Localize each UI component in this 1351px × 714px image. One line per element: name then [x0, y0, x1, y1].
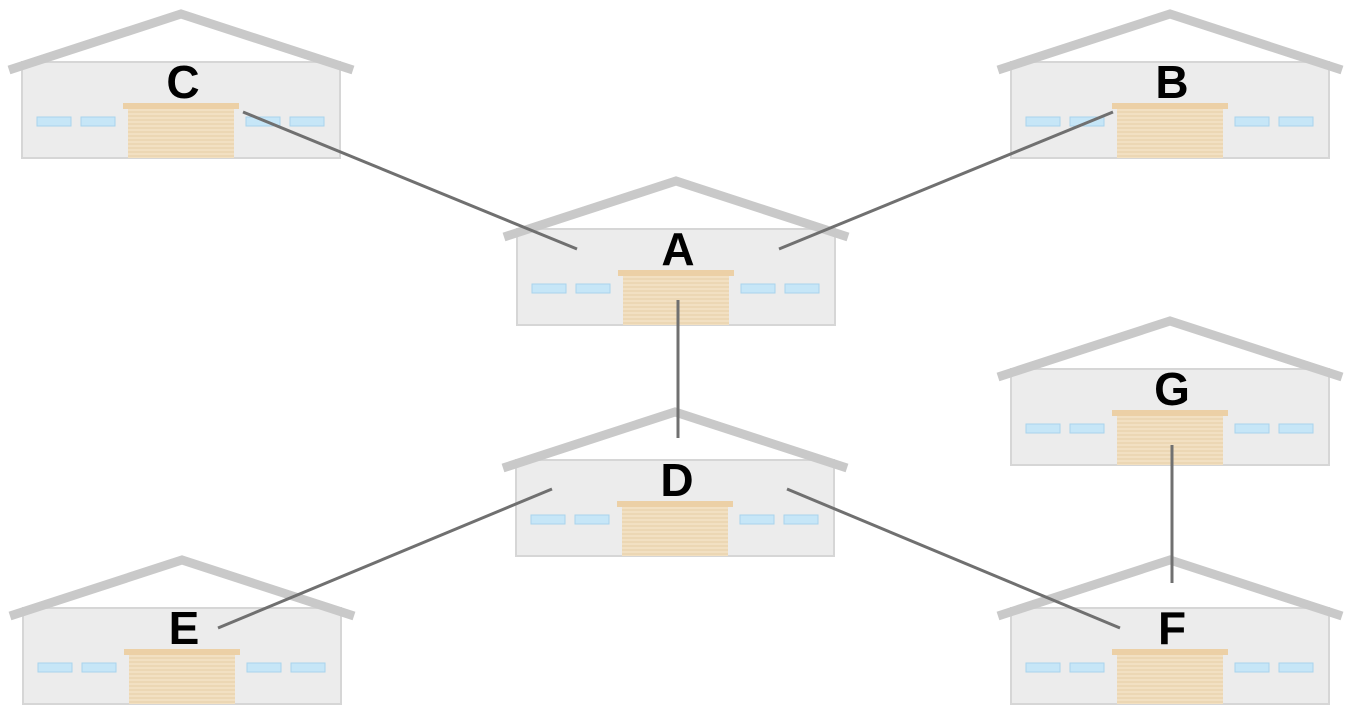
- warehouse-label-d: D: [660, 454, 693, 506]
- warehouse-d: D: [501, 407, 849, 557]
- warehouse-e: E: [8, 555, 356, 705]
- warehouse-window: [1025, 116, 1061, 127]
- warehouse-door-lintel: [1112, 103, 1228, 109]
- warehouse-window: [1278, 662, 1314, 673]
- warehouse-roof: [996, 316, 1344, 382]
- warehouse-roof: [996, 555, 1344, 621]
- warehouse-window: [1234, 662, 1270, 673]
- warehouse-roof: [996, 9, 1344, 75]
- warehouse-window: [37, 662, 73, 673]
- warehouse-window: [575, 283, 611, 294]
- warehouse-window: [1069, 423, 1105, 434]
- warehouse-window: [290, 662, 326, 673]
- warehouse-window: [530, 514, 566, 525]
- warehouse-window: [531, 283, 567, 294]
- warehouse-window: [246, 662, 282, 673]
- warehouse-label-b: B: [1155, 56, 1188, 108]
- warehouse-a: A: [502, 176, 850, 326]
- warehouse-door-lintel: [124, 649, 240, 655]
- warehouse-door-lintel: [1112, 649, 1228, 655]
- warehouse-roof: [501, 407, 849, 473]
- warehouse-window: [36, 116, 72, 127]
- warehouse-label-c: C: [166, 56, 199, 108]
- warehouse-b: B: [996, 9, 1344, 159]
- connections-layer: [217, 110, 1174, 630]
- warehouse-door-lintel: [618, 270, 734, 276]
- warehouse-door: [623, 275, 729, 325]
- warehouse-door-lintel: [617, 501, 733, 507]
- warehouse-door-lintel: [1112, 410, 1228, 416]
- warehouse-label-a: A: [661, 223, 694, 275]
- warehouse-window: [739, 514, 775, 525]
- warehouse-window: [1025, 423, 1061, 434]
- warehouse-door-lintel: [123, 103, 239, 109]
- warehouse-window: [289, 116, 325, 127]
- warehouse-door: [622, 506, 728, 556]
- warehouse-window: [81, 662, 117, 673]
- warehouse-roof: [502, 176, 850, 242]
- warehouse-door: [1117, 108, 1223, 158]
- warehouse-window: [80, 116, 116, 127]
- warehouse-door: [1117, 415, 1223, 465]
- warehouse-window: [783, 514, 819, 525]
- warehouse-window: [1278, 116, 1314, 127]
- warehouse-label-e: E: [169, 602, 200, 654]
- warehouse-door: [129, 654, 235, 704]
- warehouse-window: [784, 283, 820, 294]
- warehouse-g: G: [996, 316, 1344, 466]
- warehouse-f: F: [996, 555, 1344, 705]
- warehouse-roof: [8, 555, 356, 621]
- connection-d-f: [786, 487, 1121, 630]
- warehouse-window: [1234, 423, 1270, 434]
- warehouse-window: [1278, 423, 1314, 434]
- connection-c-a: [242, 110, 578, 251]
- warehouse-window: [574, 514, 610, 525]
- warehouse-door: [128, 108, 234, 158]
- warehouse-window: [740, 283, 776, 294]
- warehouse-window: [1025, 662, 1061, 673]
- warehouse-window: [1234, 116, 1270, 127]
- warehouse-c: C: [7, 9, 355, 159]
- warehouse-label-f: F: [1158, 602, 1186, 654]
- warehouse-label-g: G: [1154, 363, 1190, 415]
- warehouse-roof: [7, 9, 355, 75]
- connection-d-e: [217, 487, 553, 630]
- warehouse-window: [1069, 662, 1105, 673]
- warehouses-layer: A B C D E F G: [7, 9, 1344, 705]
- connection-b-a: [778, 110, 1114, 251]
- warehouse-door: [1117, 654, 1223, 704]
